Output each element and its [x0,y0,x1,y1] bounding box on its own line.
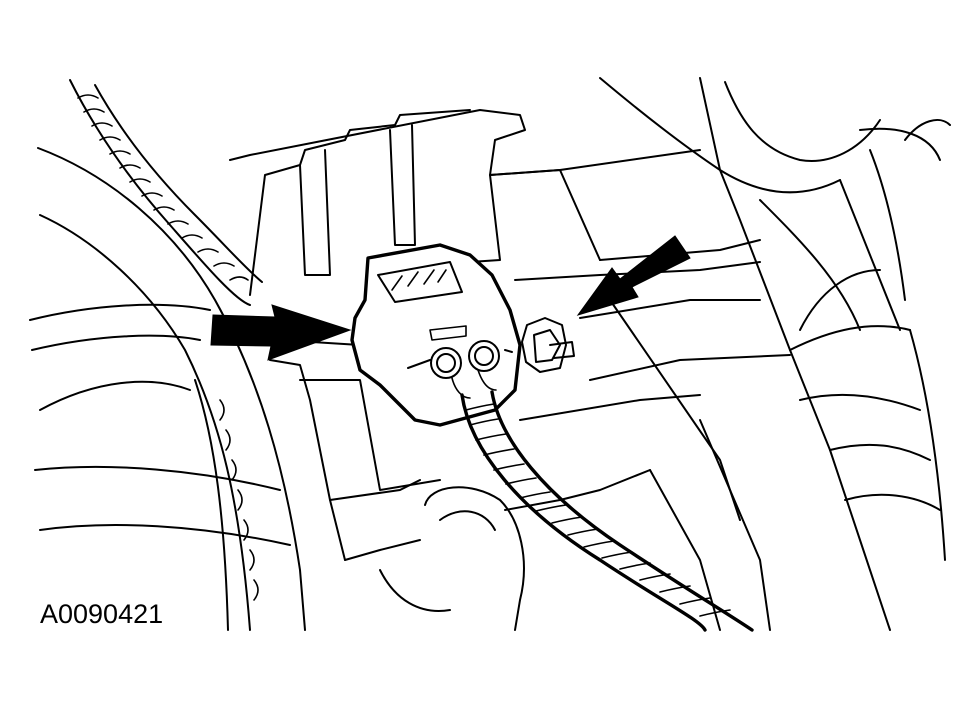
right-engine-structure [599,77,951,631]
arrow-icon [210,304,352,361]
left-arrow [210,304,352,361]
electrical-connector [350,243,522,427]
arrow-icon [576,235,691,316]
figure-id-label: A0090421 [40,599,164,629]
mounting-nut [521,317,575,373]
wire-harness [451,369,754,632]
left-hose-assembly [29,79,306,631]
right-arrow [576,235,691,316]
